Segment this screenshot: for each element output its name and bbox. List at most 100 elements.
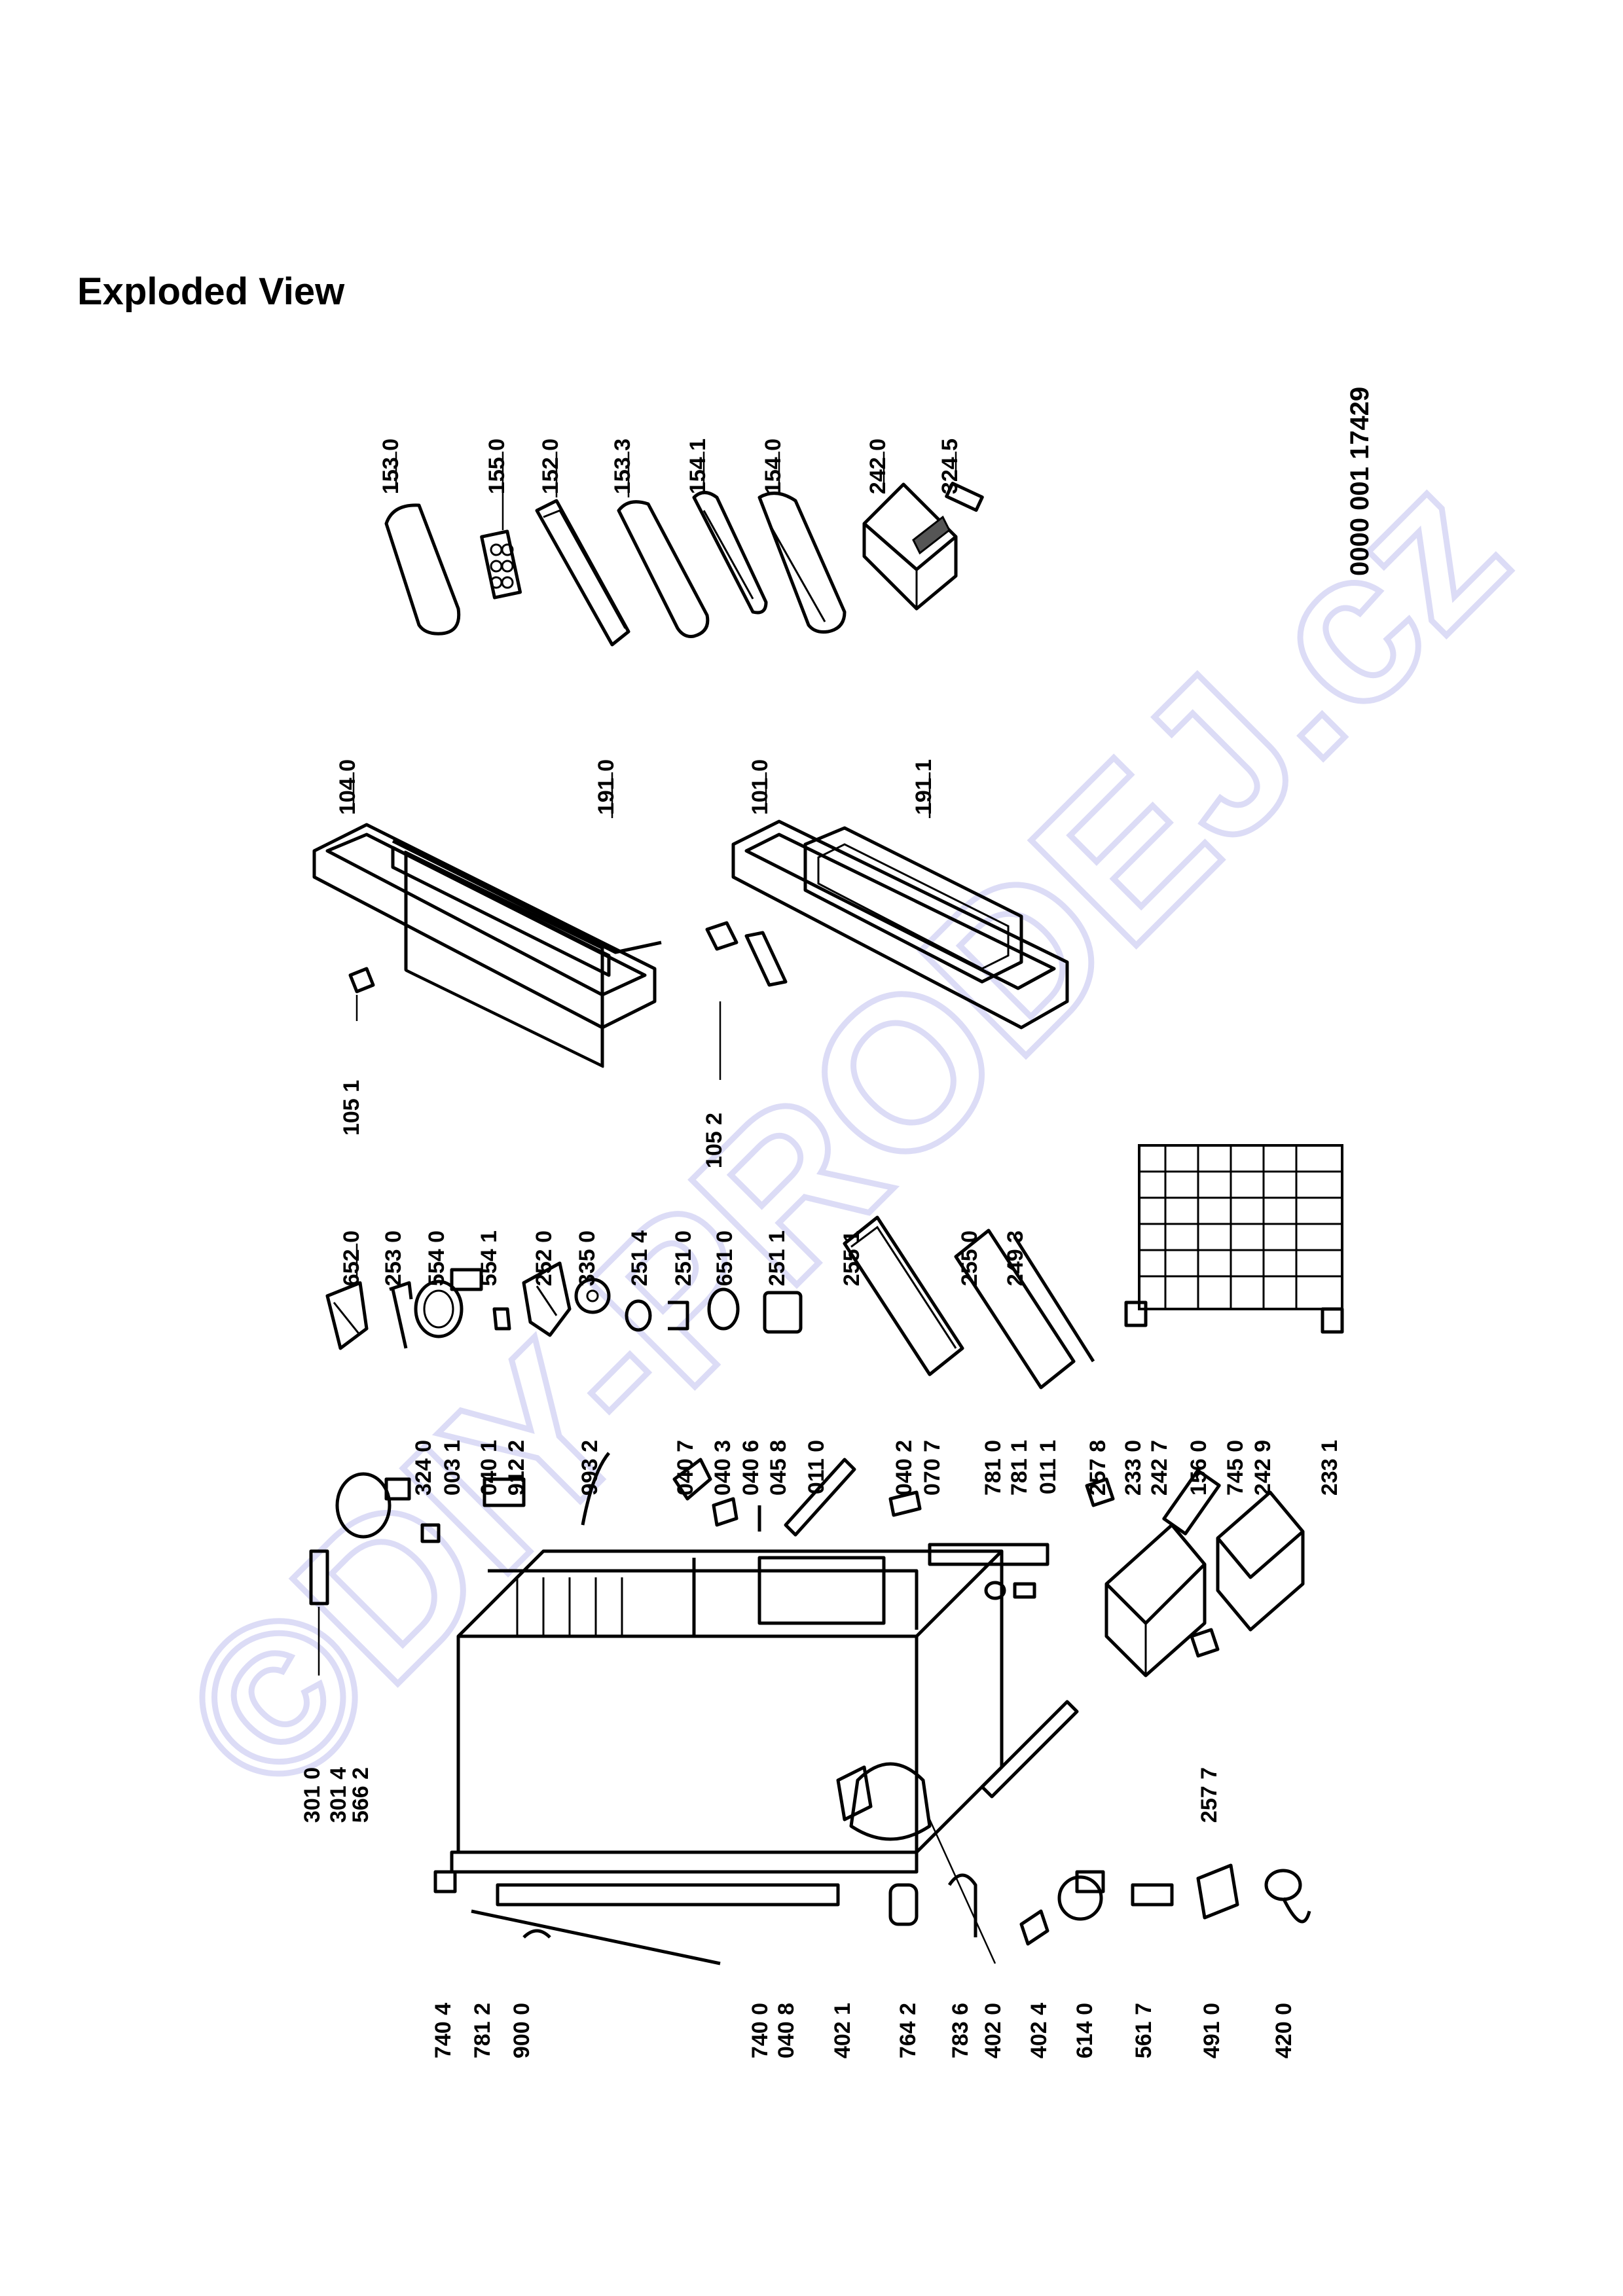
part-label-2514: 251 4 bbox=[627, 1230, 652, 1286]
door-balcony-153-3 bbox=[617, 452, 710, 638]
part-label-2511: 251 1 bbox=[765, 1230, 790, 1286]
bottle-retainer-154-1 bbox=[692, 452, 768, 615]
shelf-trim-249-3 bbox=[1013, 1236, 1095, 1363]
part-label-1541: 154 1 bbox=[685, 439, 710, 494]
lamp-651-0 bbox=[707, 1287, 740, 1331]
hinge-cap-105-2 bbox=[705, 921, 788, 1080]
part-label-1533: 153 3 bbox=[610, 439, 635, 494]
part-label-2429: 242 9 bbox=[1250, 1440, 1275, 1496]
capacitor-420-0 bbox=[1264, 1869, 1311, 1924]
door-balcony-152-0 bbox=[535, 452, 630, 647]
part-label-4910: 491 0 bbox=[1199, 2003, 1224, 2058]
plug-233-1 bbox=[1321, 1307, 1344, 1334]
part-label-2420: 242 0 bbox=[866, 439, 890, 494]
part-label-2520: 252 0 bbox=[532, 1230, 556, 1286]
part-label-9000: 900 0 bbox=[509, 2003, 534, 2058]
drawer-242-7 bbox=[1104, 1523, 1207, 1677]
part-label-0402: 040 2 bbox=[892, 1440, 917, 1496]
part-label-1520: 152 0 bbox=[538, 439, 563, 494]
part-label-7811: 781 1 bbox=[1007, 1440, 1032, 1496]
guide-257-8 bbox=[1085, 1477, 1115, 1507]
kick-plate-070-7 bbox=[928, 1543, 1049, 1566]
egg-tray-155-0 bbox=[480, 452, 522, 600]
glass-shelf-255-1 bbox=[843, 1215, 964, 1376]
rod-253-0 bbox=[389, 1281, 413, 1349]
part-label-5540: 554 0 bbox=[424, 1230, 449, 1286]
crisper-box-242-0 bbox=[862, 452, 958, 611]
rail-011-0 bbox=[784, 1458, 856, 1537]
part-label-2510: 251 0 bbox=[671, 1230, 696, 1286]
part-label-4024: 402 4 bbox=[1027, 2003, 1051, 2058]
hinge-cap-105-1 bbox=[348, 967, 375, 1021]
foot-740-4 bbox=[433, 1870, 457, 1893]
door-gasket-191-1 bbox=[803, 772, 1023, 984]
part-label-7450: 745 0 bbox=[1223, 1440, 1248, 1496]
small-clip-324-0 bbox=[420, 1523, 441, 1543]
fan-ring-566-2 bbox=[335, 1472, 411, 1539]
clip-554-1 bbox=[492, 1307, 511, 1331]
condenser-745-0 bbox=[1138, 1144, 1343, 1310]
part-label-7836: 783 6 bbox=[948, 2003, 973, 2058]
part-label-2330: 233 0 bbox=[1121, 1440, 1146, 1496]
part-label-7812: 781 2 bbox=[470, 2003, 495, 2058]
base-grille-740-0 bbox=[496, 1883, 840, 1907]
part-label-0458: 045 8 bbox=[766, 1440, 791, 1496]
part-label-4200: 420 0 bbox=[1271, 2003, 1296, 2058]
part-label-0707: 070 7 bbox=[920, 1440, 945, 1496]
rail-011-1 bbox=[980, 1700, 1079, 1799]
part-label-6510: 651 0 bbox=[712, 1230, 737, 1286]
part-label-1040: 104 0 bbox=[335, 759, 360, 815]
hinges-040-3-040-7 bbox=[672, 1458, 761, 1532]
part-label-0111: 011 1 bbox=[1036, 1440, 1061, 1494]
drawer-242-9 bbox=[1216, 1490, 1305, 1632]
lower-door-101-0 bbox=[731, 772, 1069, 1030]
rod-781-2 bbox=[471, 1909, 721, 1965]
part-label-2551: 255 1 bbox=[839, 1230, 864, 1286]
glass-shelf-255-0 bbox=[954, 1229, 1076, 1390]
part-label-5617: 561 7 bbox=[1131, 2003, 1156, 2058]
part-label-1560: 156 0 bbox=[1186, 1440, 1211, 1496]
ring-251-4 bbox=[625, 1299, 652, 1332]
plug-233-0 bbox=[1124, 1300, 1148, 1327]
part-label-7404: 740 4 bbox=[431, 2003, 456, 2058]
part-label-0110: 011 0 bbox=[804, 1440, 829, 1494]
part-label-9932: 993 2 bbox=[577, 1440, 602, 1496]
part-label-2578: 257 8 bbox=[1085, 1440, 1110, 1496]
cover-491-0 bbox=[1196, 1863, 1239, 1920]
part-label-1530: 153 0 bbox=[378, 439, 403, 494]
part-label-4021: 402 1 bbox=[830, 2003, 855, 2058]
part-label-3240: 324 0 bbox=[411, 1440, 436, 1496]
cover-block-251-1 bbox=[763, 1291, 803, 1334]
part-label-7642: 764 2 bbox=[896, 2003, 921, 2058]
part-label-1540: 154 0 bbox=[761, 439, 786, 494]
part-label-0408: 040 8 bbox=[774, 2003, 799, 2058]
part-label-7400: 740 0 bbox=[748, 2003, 773, 2058]
part-label-5541: 554 1 bbox=[477, 1230, 501, 1286]
part-label-3010: 301 0 bbox=[300, 1767, 325, 1823]
door-shelf-cover-153-0 bbox=[384, 452, 461, 636]
compressor-bracket-402-1 bbox=[836, 1765, 873, 1821]
ice-tray-156-0 bbox=[1162, 1469, 1221, 1535]
upper-door-104-0 bbox=[312, 772, 662, 1030]
part-label-1910: 191 0 bbox=[594, 759, 619, 815]
filter-drier-764-2 bbox=[888, 1883, 919, 1926]
part-label-0031: 003 1 bbox=[440, 1440, 465, 1496]
cable-900-0 bbox=[522, 1929, 551, 1939]
sensor-lead-993-2 bbox=[581, 1452, 610, 1526]
bracket-251-0 bbox=[668, 1300, 689, 1331]
part-label-2493: 249 3 bbox=[1003, 1230, 1028, 1286]
part-label-0407: 040 7 bbox=[673, 1440, 698, 1496]
grommet-402-4 bbox=[1019, 1909, 1049, 1946]
terminal-561-7 bbox=[1131, 1883, 1174, 1907]
part-label-2331: 233 1 bbox=[1317, 1440, 1342, 1496]
part-label-7810: 781 0 bbox=[981, 1440, 1006, 1496]
part-label-0406: 040 6 bbox=[739, 1440, 763, 1496]
hinge-plate-040-1 bbox=[483, 1477, 526, 1507]
part-label-6520: 652 0 bbox=[339, 1230, 364, 1286]
part-label-1911: 191 1 bbox=[911, 759, 936, 815]
part-label-1052: 105 2 bbox=[702, 1113, 727, 1168]
small-clip-324-5 bbox=[945, 452, 984, 512]
part-label-2550: 255 0 bbox=[957, 1230, 982, 1286]
